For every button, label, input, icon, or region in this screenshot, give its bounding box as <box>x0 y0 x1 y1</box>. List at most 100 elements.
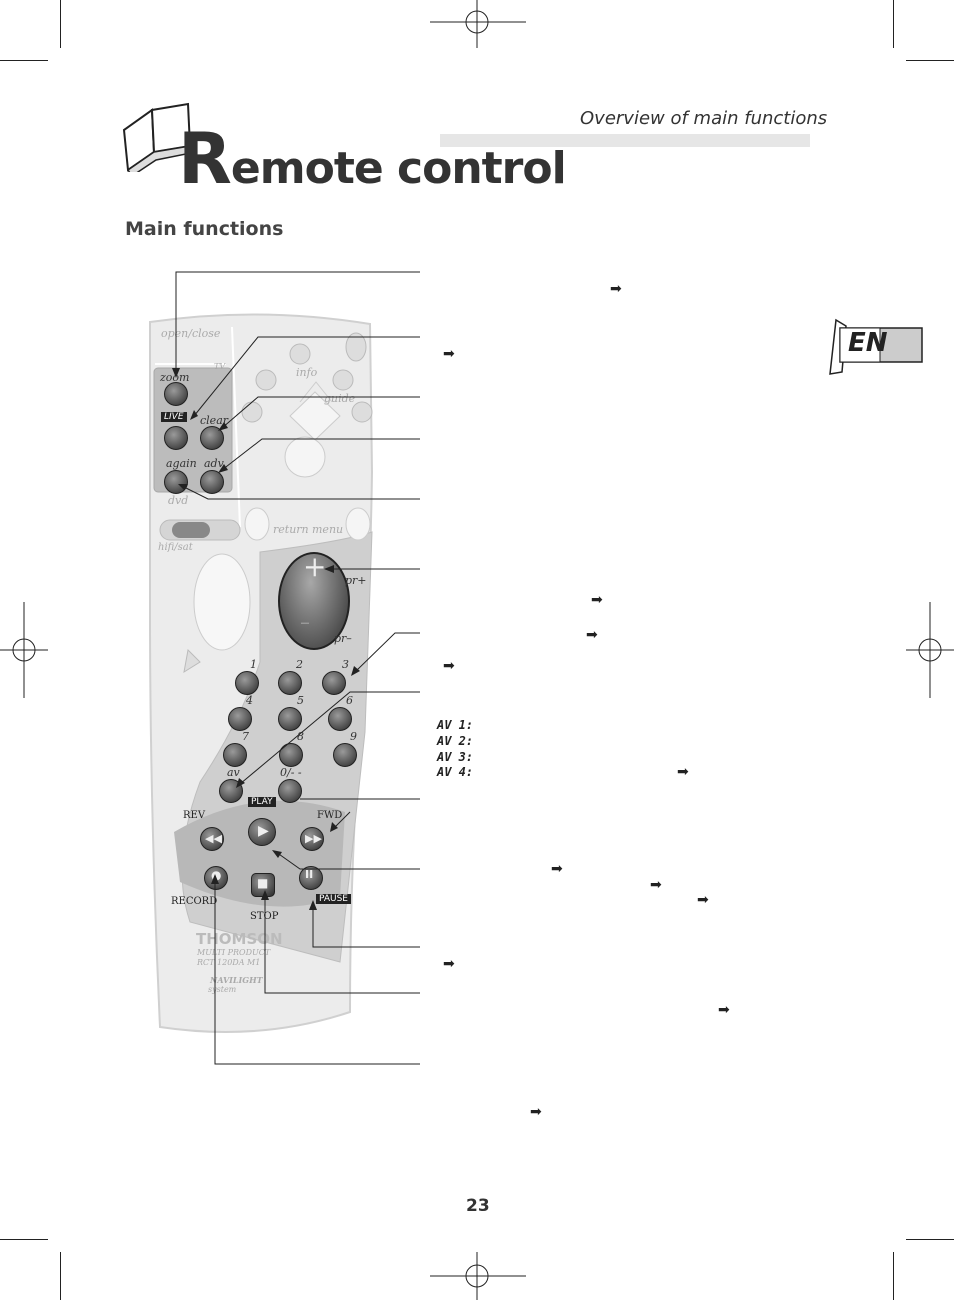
ref-arrow-icon: ➡ <box>551 861 563 877</box>
av-1-label: AV 1: <box>437 718 474 732</box>
crop-mark <box>0 1239 48 1240</box>
record-button[interactable] <box>204 866 228 890</box>
crop-mark <box>60 1252 61 1300</box>
ref-arrow-icon: ➡ <box>718 1002 730 1018</box>
info-label: info <box>296 366 318 379</box>
ref-arrow-icon: ➡ <box>586 627 598 643</box>
main-heading: Main functions <box>125 218 284 240</box>
adv-button[interactable] <box>200 470 224 494</box>
fwd-label: FWD <box>317 810 343 821</box>
crop-mark <box>906 60 954 61</box>
navilight-label: NAVILIGHT <box>210 975 263 985</box>
digit-button-2[interactable] <box>278 671 302 695</box>
live-button[interactable] <box>164 426 188 450</box>
guide-label: guide <box>324 392 356 405</box>
digit-label-4: 4 <box>246 694 253 707</box>
crop-mark <box>60 0 61 48</box>
page-number: 23 <box>466 1196 490 1216</box>
pr-plus-label: pr+ <box>345 574 367 587</box>
return-label: return <box>273 523 309 536</box>
digit-button-1[interactable] <box>235 671 259 695</box>
fwd-button[interactable] <box>300 827 324 851</box>
channel-rocker[interactable] <box>278 552 350 650</box>
record-label: RECORD <box>171 896 218 907</box>
system-label: system <box>208 985 237 994</box>
brand-logo: THOMSON <box>196 930 283 948</box>
stop-icon: ■ <box>257 876 269 890</box>
ref-arrow-icon: ➡ <box>530 1104 542 1120</box>
digit-button-6[interactable] <box>328 707 352 731</box>
digit-button-7[interactable] <box>223 743 247 767</box>
language-badge: EN <box>828 318 926 382</box>
pause-label: PAUSE <box>316 894 351 904</box>
section-title: Overview of main functions <box>580 108 828 129</box>
digit-label-9: 9 <box>350 730 357 743</box>
digit-label-5: 5 <box>297 694 304 707</box>
registration-mark-left <box>0 602 48 698</box>
pause-button[interactable] <box>299 866 323 890</box>
digit-button-9[interactable] <box>333 743 357 767</box>
page-title-initial: R <box>178 118 232 200</box>
digit-label-3: 3 <box>342 658 349 671</box>
brand-line-2: RCT 120DA M1 <box>197 958 261 967</box>
digit-button-5[interactable] <box>278 707 302 731</box>
play-button[interactable] <box>248 818 276 846</box>
rev-button[interactable] <box>200 827 224 851</box>
zoom-label: zoom <box>160 371 190 384</box>
digit-label-1: 1 <box>250 658 257 671</box>
digit-label-2: 2 <box>296 658 303 671</box>
digit-button-3[interactable] <box>322 671 346 695</box>
ref-arrow-icon: ➡ <box>697 892 709 908</box>
channel-minus-glyph: – <box>300 610 310 634</box>
live-label: LIVE <box>161 412 187 422</box>
crop-mark <box>893 0 894 48</box>
registration-mark-bottom <box>430 1252 526 1300</box>
ref-arrow-icon: ➡ <box>677 764 689 780</box>
brand-line-1: MULTI PRODUCT <box>197 948 271 957</box>
av-button-label: av <box>227 766 240 779</box>
play-icon: ▶ <box>258 823 269 839</box>
pause-icon: II <box>305 868 314 881</box>
av-2-label: AV 2: <box>437 734 474 748</box>
title-band <box>440 134 810 147</box>
badge-shape <box>829 318 923 375</box>
ref-arrow-icon: ➡ <box>443 346 455 362</box>
play-label: PLAY <box>248 797 276 807</box>
registration-mark-top <box>430 0 526 48</box>
record-icon: ● <box>211 868 222 882</box>
zero-button-label: 0/- - <box>280 766 302 779</box>
digit-label-8: 8 <box>297 730 304 743</box>
dvd-label: dvd <box>168 494 189 507</box>
open-book-icon <box>122 102 192 172</box>
page-title: Remote control <box>178 118 567 200</box>
digit-button-4[interactable] <box>228 707 252 731</box>
stop-label: STOP <box>250 911 279 922</box>
registration-mark-right <box>906 602 954 698</box>
ref-arrow-icon: ➡ <box>610 281 622 297</box>
tv-label: TV <box>214 362 226 371</box>
digit-button-8[interactable] <box>279 743 303 767</box>
digit-label-6: 6 <box>346 694 353 707</box>
menu-label: menu <box>312 523 344 536</box>
hifi-sat-label: hifi/sat <box>158 542 193 553</box>
pr-minus-label: pr– <box>334 632 352 645</box>
ref-arrow-icon: ➡ <box>443 956 455 972</box>
av-3-label: AV 3: <box>437 750 474 764</box>
ref-arrow-icon: ➡ <box>591 592 603 608</box>
fast-forward-icon: ▶▶ <box>305 832 322 845</box>
crop-mark <box>906 1239 954 1240</box>
crop-mark <box>893 1252 894 1300</box>
digit-label-7: 7 <box>242 730 249 743</box>
stop-button[interactable] <box>251 873 275 897</box>
av-4-label: AV 4: <box>437 765 474 779</box>
rewind-icon: ◀◀ <box>205 832 222 845</box>
clear-button[interactable] <box>200 426 224 450</box>
zero-button[interactable] <box>278 779 302 803</box>
again-label: again <box>166 457 197 470</box>
ref-arrow-icon: ➡ <box>650 877 662 893</box>
clear-label: clear <box>200 414 229 427</box>
crop-mark <box>0 60 48 61</box>
channel-plus-glyph: + <box>303 550 327 583</box>
zoom-button[interactable] <box>164 382 188 406</box>
